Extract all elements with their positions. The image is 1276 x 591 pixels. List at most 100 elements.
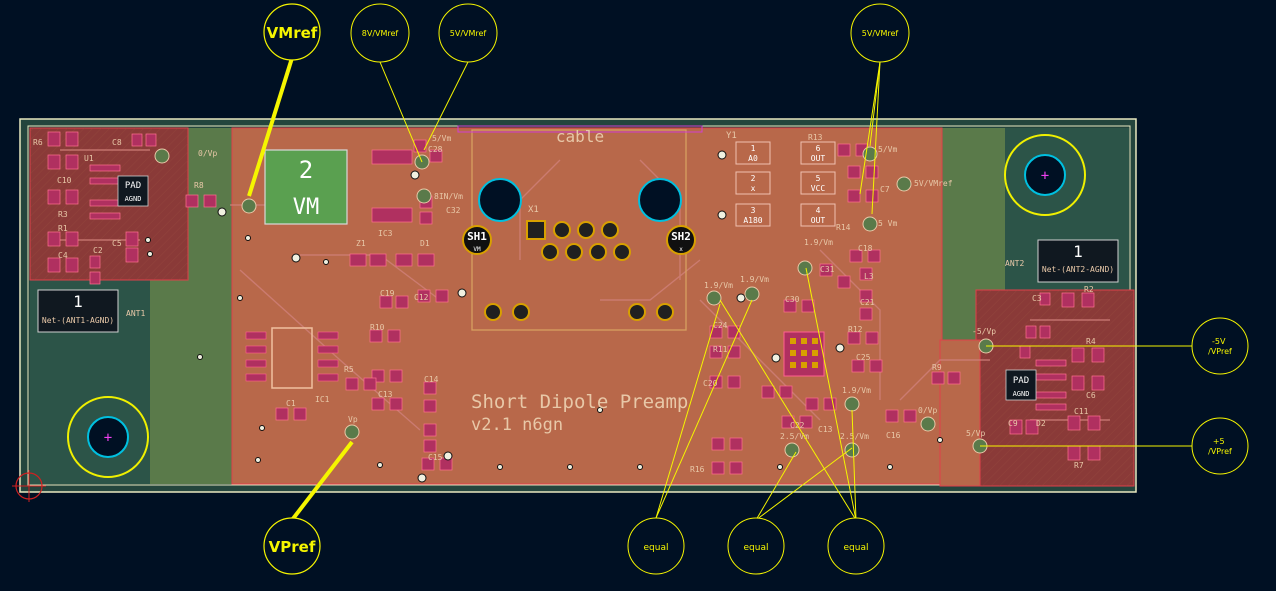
callout-2-circle[interactable] (438, 3, 498, 63)
svg-text:0/Vp: 0/Vp (198, 149, 217, 158)
ic-center-pads (790, 338, 818, 368)
svg-text:C6: C6 (1086, 391, 1096, 400)
ic1-ref: IC1 (315, 395, 330, 404)
callout-1-circle[interactable] (350, 3, 410, 63)
svg-text:R4: R4 (1086, 337, 1096, 346)
svg-text:C15: C15 (428, 453, 443, 462)
svg-text:R6: R6 (33, 138, 43, 147)
vm-block[interactable] (264, 149, 348, 225)
svg-text:C7: C7 (880, 185, 890, 194)
svg-text:C25: C25 (856, 353, 871, 362)
mount-hole-tr (1024, 154, 1066, 196)
ant2-box[interactable] (1037, 239, 1119, 283)
svg-text:C13: C13 (818, 425, 833, 434)
svg-text:C30: C30 (785, 295, 800, 304)
callout-eq2-circle[interactable] (727, 517, 785, 575)
vm-block-num: 2 (299, 156, 313, 184)
board-title: Short Dipole Preamp (471, 391, 688, 413)
svg-text:5/Vp: 5/Vp (966, 429, 985, 438)
svg-text:U1: U1 (84, 154, 94, 163)
ant2-net: Net-(ANT2-AGND) (1042, 265, 1114, 274)
callout-vmref-circle[interactable] (263, 3, 321, 61)
svg-text:C24: C24 (713, 321, 728, 330)
svg-text:C4: C4 (58, 251, 68, 260)
svg-text:C18: C18 (858, 244, 873, 253)
copper-right-mid (939, 339, 981, 487)
svg-text:1.9/Vm: 1.9/Vm (842, 386, 871, 395)
svg-text:R1: R1 (58, 224, 68, 233)
smd-components (47, 131, 1105, 475)
svg-text:C1: C1 (286, 399, 296, 408)
svg-text:R7: R7 (1074, 461, 1084, 470)
callout-5: +5 /VPref (1208, 437, 1232, 456)
svg-text:1.9/Vm: 1.9/Vm (804, 238, 833, 247)
svg-text:C2: C2 (93, 246, 103, 255)
svg-text:1.9/Vm: 1.9/Vm (704, 281, 733, 290)
mount-hole-bl-mark: + (104, 430, 112, 446)
y1-pin4-num: 4 (816, 206, 821, 215)
callout-eq1-circle[interactable] (627, 517, 685, 575)
ant1-box[interactable] (37, 289, 119, 333)
callout-5-circle[interactable] (1191, 417, 1249, 475)
svg-text:Vp: Vp (348, 415, 358, 424)
svg-text:C5: C5 (112, 239, 122, 248)
svg-text:5V/VMref: 5V/VMref (914, 179, 953, 188)
connector-pins (484, 220, 674, 321)
testpoint-labels: 0/Vp 5/Vm 8IN/Vm 5/Vm 5V/VMref 5 Vm 1.9/… (198, 134, 996, 441)
sh2-pad (666, 225, 696, 255)
ant1-ref: ANT1 (126, 309, 145, 318)
svg-text:IC3: IC3 (378, 229, 393, 238)
svg-text:C19: C19 (380, 289, 395, 298)
callout-3-circle[interactable] (850, 3, 910, 63)
svg-text:D2: D2 (1036, 419, 1046, 428)
ic1-outline (271, 327, 313, 389)
svg-text:C11: C11 (1074, 407, 1089, 416)
ant1-num: 1 (73, 292, 83, 311)
callout-lines (247, 57, 1192, 522)
callout-5-line1: +5 (1213, 437, 1225, 446)
svg-text:-5/Vp: -5/Vp (972, 327, 996, 336)
ant1-agnd-label: AGND (125, 195, 142, 203)
x1-ref: X1 (528, 205, 539, 215)
svg-text:R5: R5 (344, 365, 354, 374)
callout-4: -5V /VPref (1208, 337, 1232, 356)
svg-text:5 Vm: 5 Vm (878, 219, 897, 228)
ant1-pad (117, 175, 149, 207)
y1-pin6-num: 6 (816, 144, 821, 153)
vm-block-label: VM (293, 195, 320, 220)
y1-pin6-name: OUT (811, 154, 826, 163)
svg-text:R9: R9 (932, 363, 942, 372)
svg-text:C13: C13 (378, 390, 393, 399)
callout-4-circle[interactable] (1191, 317, 1249, 375)
y1-pin4-name: OUT (811, 216, 826, 225)
callout-2: 5V/VMref (450, 29, 487, 38)
svg-text:C32: C32 (446, 206, 461, 215)
callout-4-line2: /VPref (1208, 347, 1232, 356)
callout-eq2: equal (744, 543, 769, 553)
y1-pin2-num: 2 (751, 174, 756, 183)
testpoints (154, 146, 994, 458)
svg-text:R12: R12 (848, 325, 863, 334)
svg-text:8IN/Vm: 8IN/Vm (434, 192, 463, 201)
svg-text:C14: C14 (424, 375, 439, 384)
svg-text:R16: R16 (690, 465, 705, 474)
callout-vpref-circle[interactable] (263, 517, 321, 575)
y1-pin3-num: 3 (751, 206, 756, 215)
cable-top-bar (457, 125, 703, 133)
callout-eq3-circle[interactable] (827, 517, 885, 575)
ic1-pads (245, 331, 339, 382)
y1-pin5-name: VCC (811, 184, 826, 193)
ant2-agnd-label: AGND (1013, 390, 1030, 398)
svg-text:0/Vp: 0/Vp (918, 406, 937, 415)
svg-text:1.9/Vm: 1.9/Vm (740, 275, 769, 284)
callout-3: 5V/VMref (862, 29, 899, 38)
ant1-net: Net-(ANT1-AGND) (42, 316, 114, 325)
mount-hole-bl (87, 416, 129, 458)
sh2-label: SH2 (671, 230, 691, 243)
ant2-ref: ANT2 (1005, 259, 1024, 268)
svg-text:2.5/Vm: 2.5/Vm (780, 432, 809, 441)
callout-vmref: VMref (267, 24, 318, 42)
svg-text:R14: R14 (836, 223, 851, 232)
y1-pin3-name: A180 (743, 216, 762, 225)
